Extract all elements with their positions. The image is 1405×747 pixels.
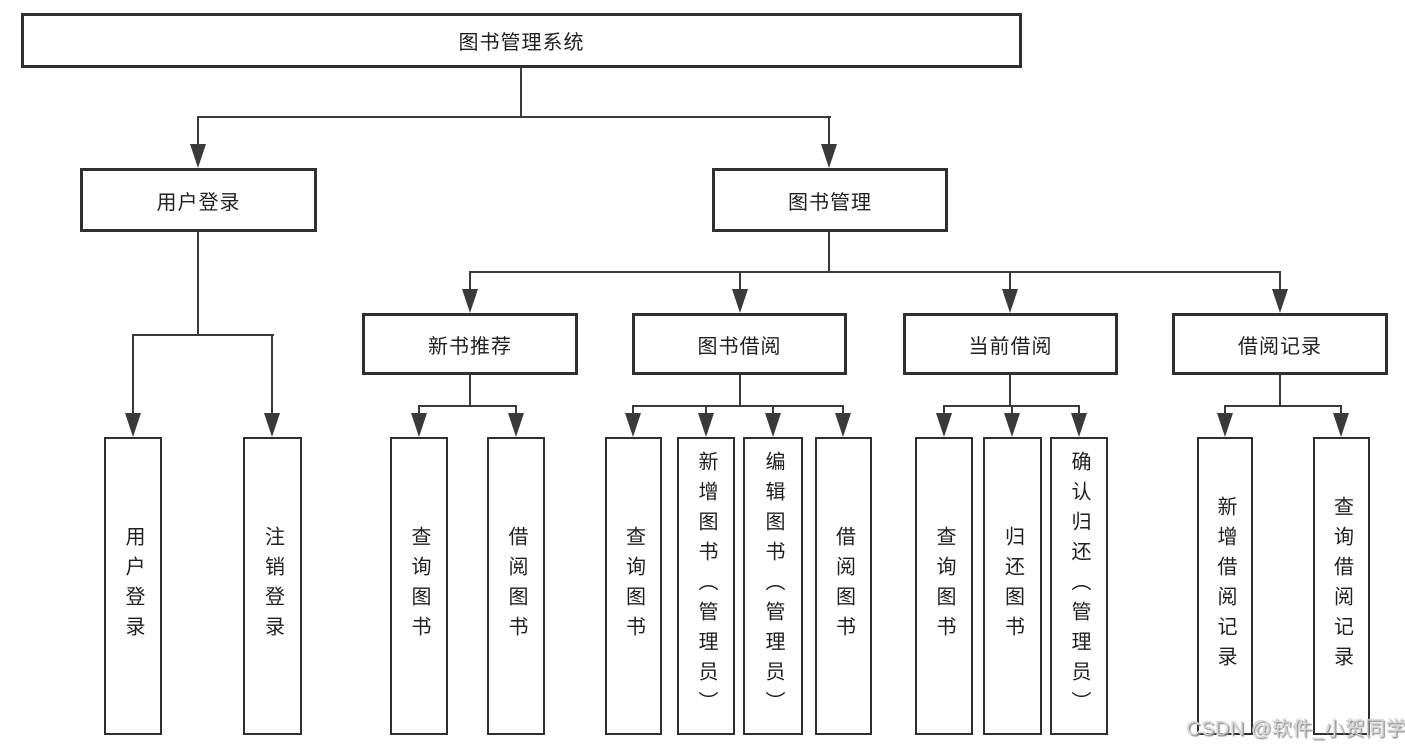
connector-line <box>469 271 1281 273</box>
connector-line <box>739 271 741 293</box>
leaf-cb-return-books-label: 归还图书 <box>1001 526 1024 646</box>
arrow-down <box>1217 413 1233 437</box>
connector-line <box>1279 375 1281 406</box>
connector-line <box>1009 271 1011 293</box>
arrow-down <box>765 413 781 437</box>
connector-line <box>469 271 471 293</box>
arrow-down <box>1272 289 1288 313</box>
connector-line <box>197 232 199 336</box>
leaf-bb-query-books: 查询图书 <box>605 437 662 735</box>
connector-line <box>1224 405 1342 407</box>
leaf-bb-edit-books-admin-label: 编辑图书（管理员） <box>762 451 784 721</box>
connector-line <box>828 116 830 148</box>
leaf-bb-edit-books-admin: 编辑图书（管理员） <box>743 437 803 735</box>
arrow-down <box>1002 289 1018 313</box>
arrow-down <box>125 413 141 437</box>
leaf-br-add-record-label: 新增借阅记录 <box>1214 496 1236 676</box>
connector-line <box>632 405 634 417</box>
leaf-br-query-record-label: 查询借阅记录 <box>1330 496 1353 676</box>
connector-line <box>943 405 945 417</box>
connector-line <box>197 116 831 118</box>
arrow-down <box>1071 413 1087 437</box>
connector-line <box>1078 405 1080 417</box>
arrow-down <box>698 413 714 437</box>
arrow-down <box>190 144 206 168</box>
connector-line <box>632 405 844 407</box>
leaf-bb-add-books-admin: 新增图书（管理员） <box>677 437 735 735</box>
node-root-label: 图书管理系统 <box>458 32 585 54</box>
node-book-borrow: 图书借阅 <box>632 313 847 375</box>
arrow-down <box>625 413 641 437</box>
connector-line <box>132 334 134 418</box>
arrow-down <box>821 144 837 168</box>
arrow-down <box>411 413 427 437</box>
connector-line <box>1340 405 1342 417</box>
leaf-bb-borrow-books: 借阅图书 <box>815 437 872 735</box>
connector-line <box>418 405 517 407</box>
leaf-user-login: 用户登录 <box>104 437 162 735</box>
connector-line <box>739 375 741 406</box>
connector-line <box>705 405 707 417</box>
node-root: 图书管理系统 <box>21 13 1022 68</box>
leaf-bb-add-books-admin-label: 新增图书（管理员） <box>695 451 717 721</box>
connector-line <box>418 405 420 417</box>
leaf-cb-confirm-return-admin-label: 确认归还（管理员） <box>1068 451 1090 721</box>
arrow-down <box>936 413 952 437</box>
node-new-book-recommend: 新书推荐 <box>362 313 578 375</box>
arrow-down <box>835 413 851 437</box>
arrow-down <box>462 289 478 313</box>
arrow-down <box>732 289 748 313</box>
arrow-down <box>508 413 524 437</box>
leaf-cb-query-books: 查询图书 <box>915 437 973 735</box>
leaf-user-login-label: 用户登录 <box>122 526 144 646</box>
connector-line <box>271 334 273 418</box>
node-current-borrow: 当前借阅 <box>903 313 1118 375</box>
leaf-nb-query-books-label: 查询图书 <box>408 526 430 646</box>
leaf-br-query-record: 查询借阅记录 <box>1313 437 1370 735</box>
node-current-borrow-label: 当前借阅 <box>968 335 1053 358</box>
leaf-cb-confirm-return-admin: 确认归还（管理员） <box>1050 437 1108 735</box>
node-user-login: 用户登录 <box>80 168 317 232</box>
node-book-management: 图书管理 <box>712 168 948 232</box>
leaf-nb-borrow-books-label: 借阅图书 <box>505 526 527 646</box>
arrow-down <box>264 413 280 437</box>
leaf-bb-query-books-label: 查询图书 <box>622 526 645 646</box>
connector-line <box>515 405 517 417</box>
connector-line <box>197 116 199 148</box>
node-user-login-label: 用户登录 <box>156 191 241 214</box>
leaf-cb-query-books-label: 查询图书 <box>933 526 955 646</box>
connector-line <box>132 334 274 336</box>
node-book-borrow-label: 图书借阅 <box>697 335 782 358</box>
connector-line <box>828 232 830 273</box>
csdn-watermark: CSDN @软件_小贺同学 <box>1186 718 1405 740</box>
node-new-book-recommend-label: 新书推荐 <box>428 335 512 358</box>
leaf-logout: 注销登录 <box>243 437 302 735</box>
leaf-cb-return-books: 归还图书 <box>983 437 1042 735</box>
connector-line <box>1224 405 1226 417</box>
connector-line <box>469 375 471 406</box>
connector-line <box>1011 405 1013 417</box>
connector-line <box>772 405 774 417</box>
connector-line <box>1279 271 1281 293</box>
arrow-down <box>1004 413 1020 437</box>
connector-line <box>520 68 522 118</box>
node-borrow-record: 借阅记录 <box>1172 313 1388 375</box>
leaf-logout-label: 注销登录 <box>261 526 284 646</box>
leaf-br-add-record: 新增借阅记录 <box>1197 437 1253 735</box>
connector-line <box>842 405 844 417</box>
leaf-nb-borrow-books: 借阅图书 <box>487 437 545 735</box>
leaf-bb-borrow-books-label: 借阅图书 <box>832 526 855 646</box>
node-book-management-label: 图书管理 <box>788 191 872 214</box>
arrow-down <box>1333 413 1349 437</box>
leaf-nb-query-books: 查询图书 <box>390 437 448 735</box>
connector-line <box>1009 375 1011 406</box>
node-borrow-record-label: 借阅记录 <box>1238 335 1322 358</box>
